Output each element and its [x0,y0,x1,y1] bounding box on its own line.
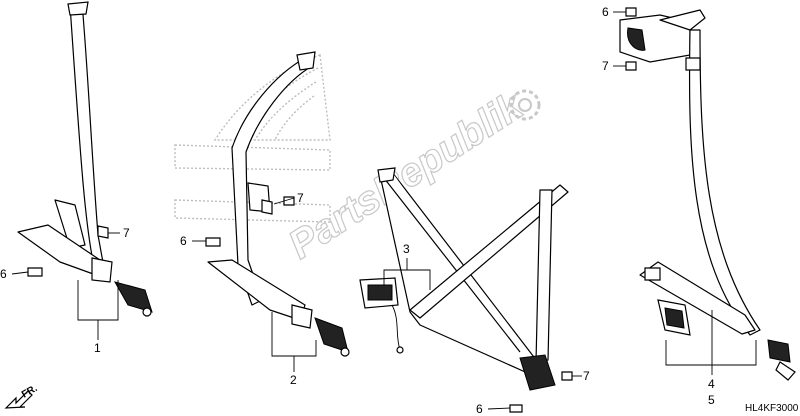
callout-7-center-left: 7 [273,191,304,205]
callout-7-left: 7 [108,226,130,240]
svg-text:7: 7 [583,369,590,383]
seat-belt-assembly-1 [17,1,153,317]
svg-text:7: 7 [602,59,609,73]
callout-3: 3 [383,242,431,290]
svg-text:FR.: FR. [20,383,40,401]
callout-1: 1 [77,280,119,355]
svg-text:6: 6 [180,234,187,248]
svg-text:2: 2 [290,373,297,387]
svg-text:5: 5 [708,393,715,407]
svg-text:3: 3 [403,242,410,256]
seat-belt-assembly-3 [359,167,573,413]
callout-6-center-left: 6 [180,234,206,248]
front-direction-arrow: FR. [4,383,40,409]
gear-icon [509,89,541,121]
seat-belt-assembly-2 [205,51,350,357]
callout-2: 2 [271,312,317,387]
svg-text:4: 4 [708,377,715,391]
callout-7-center: 7 [572,369,590,383]
svg-text:6: 6 [602,5,609,19]
diagram-code: HL4KF3000 [745,403,799,414]
seat-belt-assembly-4-5 [619,7,796,381]
svg-text:7: 7 [297,191,304,205]
svg-text:6: 6 [476,402,483,416]
svg-text:1: 1 [94,341,101,355]
honda-wing-logo-watermark [174,54,331,223]
callout-6-left: 6 [0,267,29,281]
callout-6-right: 6 [602,5,626,19]
callout-4-5: 4 5 [665,310,757,407]
svg-text:7: 7 [123,226,130,240]
svg-text:6: 6 [0,267,7,281]
callout-6-center: 6 [476,402,511,416]
callout-7-right: 7 [602,59,626,73]
